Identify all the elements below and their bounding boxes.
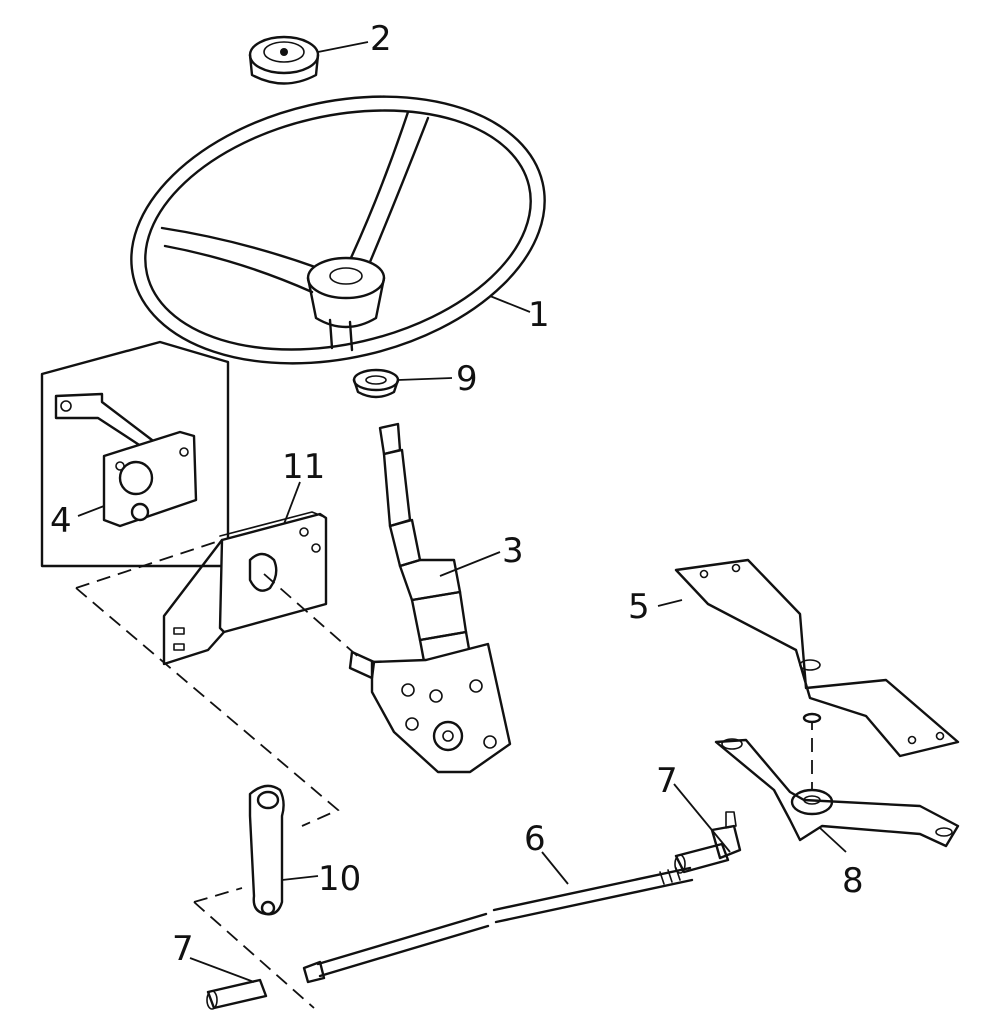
grommet-part [352,368,400,399]
callout-7-right: 7 [656,761,678,801]
horn-cap-part [248,35,320,85]
steering-wheel-part [130,95,546,365]
axle-plate-part [674,558,960,758]
steering-arm-part [714,738,960,848]
callout-6: 6 [524,819,546,859]
callout-7-left: 7 [172,929,194,969]
tie-rod-end-right [674,811,742,874]
callout-8: 8 [842,861,864,901]
callout-11: 11 [282,447,325,487]
bracket-inset-part [40,340,230,568]
callout-2: 2 [370,19,392,59]
pitman-arm-part [248,784,285,916]
mounting-bracket-part [162,511,328,666]
tie-rod-part [302,866,694,984]
assembly-dashed-lines [75,539,813,1009]
steering-column-part [348,422,512,774]
callout-10: 10 [318,859,361,899]
callout-3: 3 [502,531,524,571]
callout-1: 1 [528,295,550,335]
callout-9: 9 [456,359,478,399]
tie-rod-end-left [206,978,268,1010]
callout-numbers: 1 2 3 4 5 6 7 7 8 9 10 11 [50,19,864,969]
callout-5: 5 [628,587,650,627]
callout-leaders [77,41,847,983]
callout-4: 4 [50,501,72,541]
